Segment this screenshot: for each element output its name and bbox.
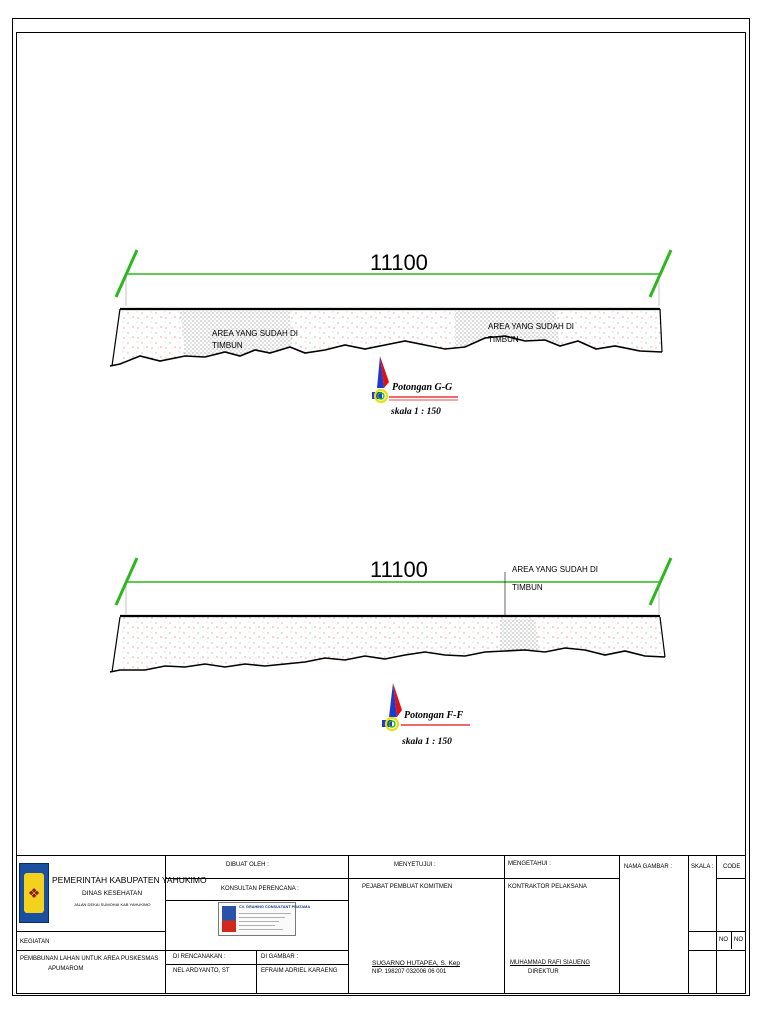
regency-logo-icon: ❖ — [19, 863, 49, 923]
section-g-g: 11100 AREA YANG SUDAH DI TIMBUN AREA YAN… — [109, 249, 673, 417]
dimension-label: 11100 — [370, 250, 428, 275]
divider — [688, 931, 746, 932]
pejabat-label: PEJABAT PEMBUAT KOMITMEN — [362, 884, 453, 890]
title-block: ❖ PEMERINTAH KABUPATEN YAHUKIMO DINAS KE… — [16, 855, 746, 994]
divider — [16, 950, 165, 951]
filled-area-1 — [180, 311, 292, 357]
dimension-tick-right — [648, 249, 673, 298]
dimension-tick-right — [648, 557, 673, 606]
kontraktor-name: MUHAMMAD RAFI SIAUENG — [510, 960, 591, 966]
ground-right-edge — [659, 616, 666, 658]
drawing-frame — [16, 32, 746, 994]
fill-note-line2: TIMBUN — [488, 335, 519, 344]
ground-bottom-line — [109, 647, 666, 673]
filled-area-2 — [455, 311, 560, 347]
owner-name: PEMERINTAH KABUPATEN YAHUKIMO — [52, 875, 207, 885]
divider — [165, 878, 348, 879]
divider — [16, 931, 165, 932]
dimension-tick-left — [114, 557, 139, 606]
direncanakan-label: DI RENCANAKAN : — [173, 954, 226, 960]
drawing-sheet-border — [12, 18, 750, 996]
code-label: CODE — [723, 864, 741, 870]
kegiatan-label: KEGIATAN — [20, 939, 50, 945]
section-f-f: 11100 AREA YANG SUDAH DI TIMBUN Potongan… — [109, 557, 673, 747]
ground-right-edge — [659, 308, 663, 353]
divider — [716, 856, 717, 994]
divider — [165, 900, 348, 901]
divider — [716, 878, 746, 879]
fill-note-line1: AREA YANG SUDAH DI — [512, 565, 598, 574]
divider — [688, 856, 689, 994]
direncanakan-name: NEL ARDYANTO, ST — [173, 968, 230, 974]
kegiatan-value: PEMBBUNAN LAHAN UNTUK AREA PUSKESMAS — [20, 956, 159, 962]
kontraktor-role: DIREKTUR — [528, 969, 559, 975]
fill-note-line2: TIMBUN — [512, 583, 543, 592]
divider — [165, 856, 166, 994]
fill-area — [120, 617, 665, 670]
dibuat-oleh-label: DIBUAT OLEH : — [226, 862, 269, 868]
pejabat-name: SUGARNO HUTAPEA, S. Kep — [372, 960, 461, 967]
sheet-no: NO — [719, 937, 728, 943]
kegiatan-value: APUMAROM — [48, 966, 84, 972]
section-marker-icon — [382, 683, 402, 732]
section-title: Potongan G-G — [392, 382, 453, 393]
section-scale: skala 1 : 150 — [390, 407, 441, 417]
divider — [731, 931, 732, 949]
section-marker-icon — [372, 356, 389, 404]
konsultan-label: KONSULTAN PERENCANA : — [221, 886, 299, 892]
menyetujui-label: MENYETUJUI : — [394, 862, 436, 868]
fill-note-line1: AREA YANG SUDAH DI — [488, 322, 574, 331]
divider — [348, 878, 619, 879]
skala-label: SKALA : — [691, 864, 714, 870]
digambar-label: DI GAMBAR : — [261, 954, 299, 960]
divider — [256, 950, 257, 994]
divider — [504, 856, 505, 994]
fill-note-line2: TIMBUN — [212, 341, 243, 350]
filled-area — [500, 619, 540, 652]
consultant-stamp: CV. GRAHING CONSULTANT PRATAMA — [218, 902, 310, 936]
department-address: JALAN DEKAI SUMOHAI KAB YAHUKIMO — [74, 902, 151, 907]
mengetahui-label: MENGETAHUI : — [508, 861, 551, 867]
digambar-name: EFRAIM ADRIEL KARAENG — [261, 968, 338, 974]
sheet-total: NO — [734, 937, 743, 943]
divider — [348, 856, 349, 994]
ground-left-edge — [111, 308, 121, 367]
nama-gambar-label: NAMA GAMBAR : — [624, 864, 673, 870]
ground-left-edge — [111, 616, 121, 673]
ground-bottom-line — [109, 335, 663, 367]
fill-note-line1: AREA YANG SUDAH DI — [212, 329, 298, 338]
divider — [619, 856, 620, 994]
divider — [688, 950, 746, 951]
consultant-name: CV. GRAHING CONSULTANT PRATAMA — [239, 905, 311, 909]
dimension-tick-left — [114, 249, 139, 298]
section-title: Potongan F-F — [404, 710, 464, 721]
consultant-logo-icon — [222, 906, 236, 932]
dimension-label: 11100 — [370, 557, 428, 582]
kontraktor-label: KONTRAKTOR PELAKSANA — [508, 884, 587, 890]
pejabat-nip: NIP. 198207 032006 06 001 — [372, 969, 447, 975]
section-scale: skala 1 : 150 — [401, 737, 452, 747]
department-name: DINAS KESEHATAN — [82, 890, 143, 897]
